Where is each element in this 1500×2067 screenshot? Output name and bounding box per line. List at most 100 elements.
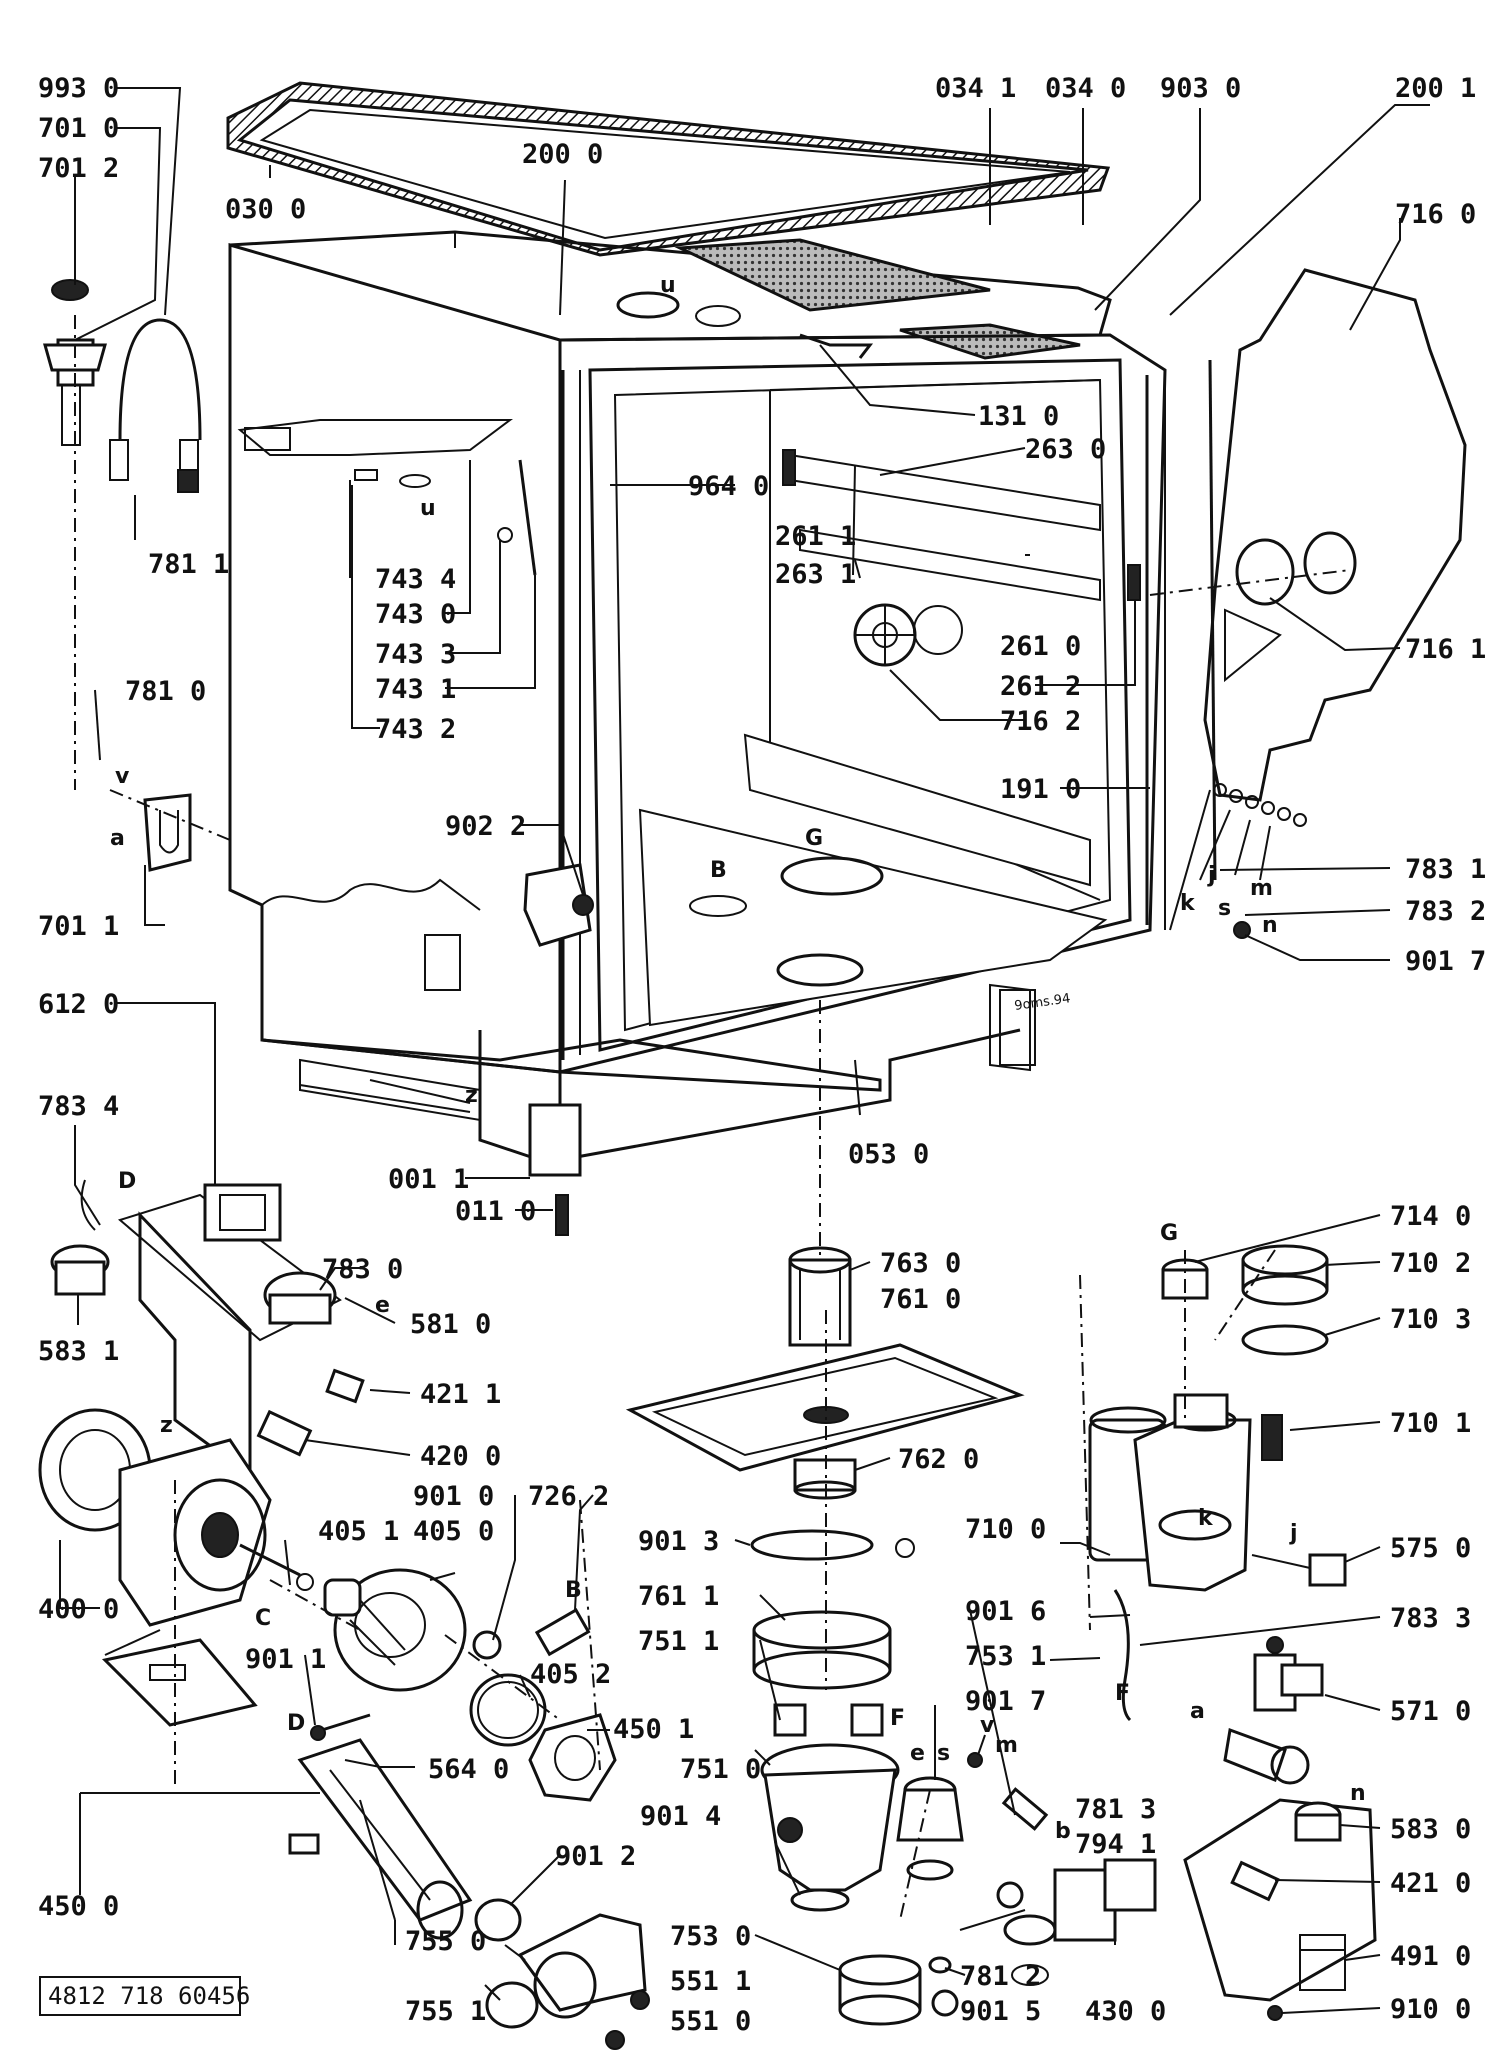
callout-993-0: 993 0 [38,73,119,104]
callout-263-0: 263 0 [1025,434,1106,465]
callout-761-0: 761 0 [880,1284,961,1315]
letter-G-1: G [805,826,823,851]
letter-e-1: e [375,1293,390,1318]
letter-b: b [1055,1819,1071,1844]
callout-755-1: 755 1 [405,1996,486,2027]
callout-781-1: 781 1 [148,549,229,580]
callout-751-0: 751 0 [680,1754,761,1785]
callout-781-2: 781 2 [960,1961,1041,1992]
letter-D-1: D [118,1169,136,1194]
callout-751-1: 751 1 [638,1626,719,1657]
callout-551-1: 551 1 [670,1966,751,1997]
callout-794-1: 794 1 [1075,1829,1156,1860]
callout-743-1: 743 1 [375,674,456,705]
callout-583-0: 583 0 [1390,1814,1471,1845]
callout-763-0: 763 0 [880,1248,961,1279]
letter-s-1: s [1218,896,1231,921]
callout-901-0: 901 0 [413,1481,494,1512]
callout-030-0: 030 0 [225,194,306,225]
letter-B-2: B [565,1578,582,1603]
callout-430-0: 430 0 [1085,1996,1166,2027]
handwritten-note: 9oms.94 [1013,991,1071,1014]
callout-726-2: 726 2 [528,1481,609,1512]
callout-710-0: 710 0 [965,1514,1046,1545]
callout-901-7b: 901 7 [965,1686,1046,1717]
callout-743-0: 743 0 [375,599,456,630]
callout-783-4: 783 4 [38,1091,119,1122]
callout-405-2: 405 2 [530,1659,611,1690]
callout-781-0: 781 0 [125,676,206,707]
worktop-030-0 [226,81,1111,257]
callout-405-0: 405 0 [413,1516,494,1547]
callout-191-0: 191 0 [1000,774,1081,805]
callout-701-2: 701 2 [38,153,119,184]
callout-901-3: 901 3 [638,1526,719,1557]
callout-261-1: 261 1 [775,521,856,552]
callout-575-0: 575 0 [1390,1533,1471,1564]
callout-701-1: 701 1 [38,911,119,942]
letter-k-2: k [1198,1506,1214,1531]
callout-551-0: 551 0 [670,2006,751,2037]
side-insulation-716-0 [1169,268,1467,939]
letter-D-2: D [287,1711,305,1736]
letter-e-2: e [910,1741,925,1766]
letter-F-2: F [1115,1681,1130,1706]
callout-783-2: 783 2 [1405,896,1486,927]
callout-902-2: 902 2 [445,811,526,842]
callout-743-2: 743 2 [375,714,456,745]
letter-C: C [255,1606,271,1631]
letter-m-2: m [995,1733,1018,1758]
letter-references: u u v v a a B B G G z z D D C F F e e s … [110,273,1366,1844]
letter-u-top: u [660,273,676,298]
callout-710-3: 710 3 [1390,1304,1471,1335]
assembly-axis-lines [74,315,1351,1921]
callout-053-0: 053 0 [848,1139,929,1170]
letter-B-1: B [710,858,727,883]
callout-450-0: 450 0 [38,1891,119,1922]
callout-761-1: 761 1 [638,1581,719,1612]
leader-lines [59,87,1430,2014]
letter-a-1: a [110,826,125,851]
callout-571-0: 571 0 [1390,1696,1471,1727]
callout-421-1: 421 1 [420,1379,501,1410]
callout-716-1: 716 1 [1405,634,1486,665]
callout-564-0: 564 0 [428,1754,509,1785]
inlet-valve-430 [928,1636,1377,2021]
callout-263-1: 263 1 [775,559,856,590]
callout-716-2: 716 2 [1000,706,1081,737]
callout-901-7: 901 7 [1405,946,1486,977]
callout-716-0: 716 0 [1395,199,1476,230]
callout-753-0: 753 0 [670,1921,751,1952]
callout-034-0: 034 0 [1045,73,1126,104]
callout-701-0: 701 0 [38,113,119,144]
callout-901-2: 901 2 [555,1841,636,1872]
letter-j-2: j [1289,1521,1298,1546]
pump-motor-400 [38,1408,617,1802]
callout-200-0: 200 0 [522,139,603,170]
drawing-code-box: 4812 718 60456 [39,1976,250,2016]
callout-612-0: 612 0 [38,989,119,1020]
drawing-code: 4812 718 60456 [48,1982,250,2010]
callout-450-1: 450 1 [613,1714,694,1745]
callout-710-1: 710 1 [1390,1408,1471,1439]
callout-743-4: 743 4 [375,564,456,595]
callout-781-3: 781 3 [1075,1794,1156,1825]
callout-710-2: 710 2 [1390,1248,1471,1279]
callout-200-1: 200 1 [1395,73,1476,104]
callout-783-0: 783 0 [322,1254,403,1285]
callout-034-1: 034 1 [935,73,1016,104]
letter-v-1: v [115,764,130,789]
letter-m-1: m [1250,876,1273,901]
callout-901-4: 901 4 [640,1801,721,1832]
callout-762-0: 762 0 [898,1444,979,1475]
letter-n-1: n [1262,913,1278,938]
letter-z-1: z [465,1083,478,1108]
callout-901-6: 901 6 [965,1596,1046,1627]
callout-261-0: 261 0 [1000,631,1081,662]
callout-581-0: 581 0 [410,1309,491,1340]
letter-n-2: n [1350,1781,1366,1806]
control-panel-612 [50,1179,365,1478]
callout-901-1: 901 1 [245,1644,326,1675]
callout-910-0: 910 0 [1390,1994,1471,2025]
